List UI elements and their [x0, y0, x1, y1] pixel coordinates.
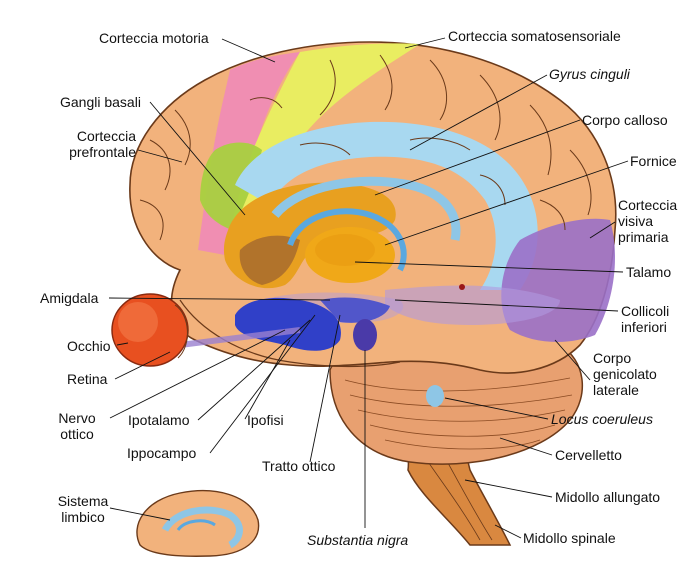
label-tratto-ottico: Tratto ottico [262, 458, 336, 474]
label-talamo: Talamo [626, 264, 672, 280]
label-midollo-allungato: Midollo allungato [555, 489, 661, 505]
prefrontal-green-region [200, 142, 262, 230]
limbic-inset-brain [136, 490, 260, 557]
locus-coeruleus-region [426, 385, 444, 407]
label-occhio: Occhio [67, 338, 111, 354]
label-corteccia-motoria: Corteccia motoria [99, 30, 209, 46]
label-corteccia-somatosensoriale: Corteccia somatosensoriale [448, 28, 621, 44]
label-ipotalamo: Ipotalamo [128, 412, 190, 428]
label-retina: Retina [67, 371, 108, 387]
label-gangli-basali: Gangli basali [60, 94, 141, 110]
label-corteccia-visiva-primaria: Corteccia visiva primaria [618, 197, 678, 245]
label-amigdala: Amigdala [40, 290, 99, 306]
label-collicoli-inferiori: Collicoli inferiori [621, 303, 670, 335]
substantia-nigra-region [353, 319, 377, 351]
label-corpo-genicolato-laterale: Corpo genicolato laterale [593, 350, 657, 398]
label-gyrus-cinguli: Gyrus cinguli [549, 66, 630, 82]
label-corteccia-prefrontale: Corteccia prefrontale [69, 128, 136, 160]
label-cervelletto: Cervelletto [555, 447, 622, 463]
label-nervo-ottico: Nervo ottico [58, 410, 96, 442]
label-ipofisi: Ipofisi [247, 412, 284, 428]
label-substantia-nigra: Substantia nigra [307, 532, 409, 548]
label-fornice: Fornice [630, 153, 677, 169]
label-midollo-spinale: Midollo spinale [523, 530, 616, 546]
fornix-arc [287, 208, 407, 272]
label-corpo-calloso: Corpo calloso [582, 112, 668, 128]
label-locus-coeruleus: Locus coeruleus [551, 411, 653, 427]
cingulate-gyrus-region [235, 121, 538, 290]
label-ippocampo: Ippocampo [127, 445, 197, 461]
label-sistema-limbico: Sistema limbico [57, 493, 109, 525]
